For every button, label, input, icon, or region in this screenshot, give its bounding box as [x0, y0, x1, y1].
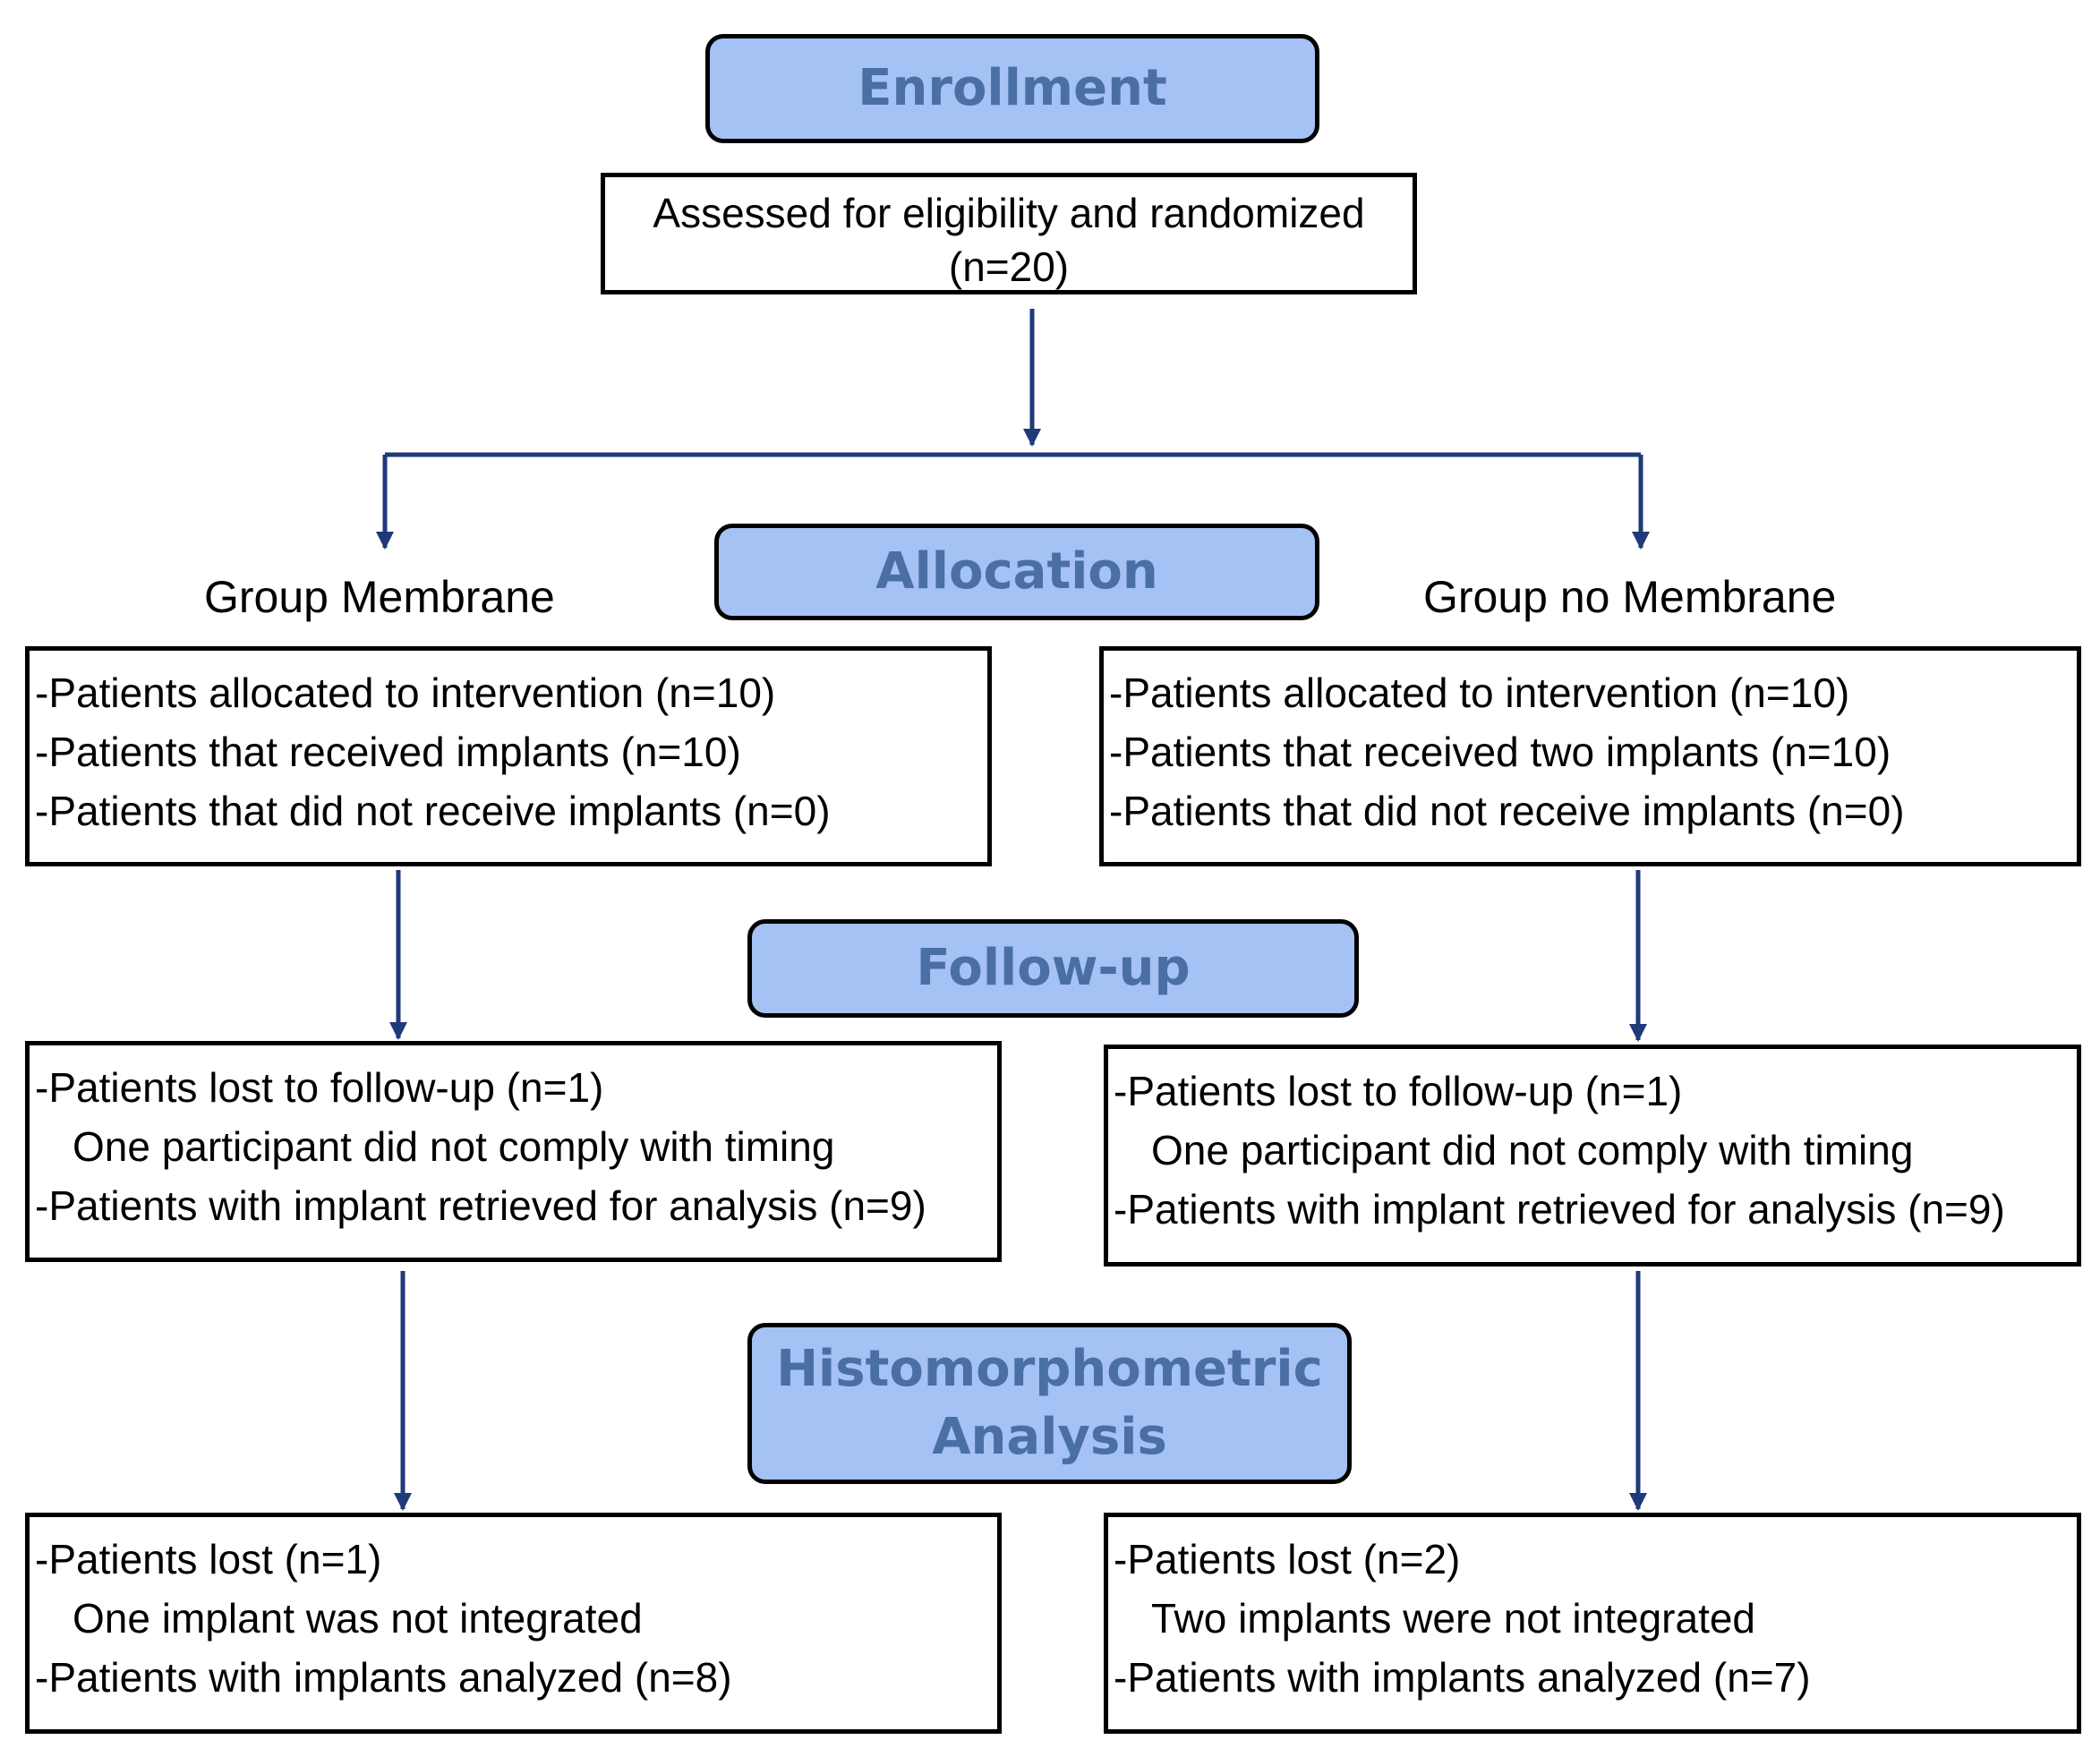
list-item: -Patients with implants analyzed (n=8) — [35, 1654, 732, 1701]
stage-follow-up-label: Follow-up — [916, 939, 1191, 998]
left-allocation-box: -Patients allocated to intervention (n=1… — [25, 646, 992, 866]
list-item: One participant did not comply with timi… — [73, 1123, 835, 1170]
group-label-right: Group no Membrane — [1423, 572, 1837, 622]
list-item: -Patients allocated to intervention (n=1… — [1109, 670, 1850, 716]
stage-allocation-label: Allocation — [875, 542, 1158, 601]
stage-analysis-label-line2: Analysis — [932, 1408, 1167, 1466]
list-item: -Patients that received two implants (n=… — [1109, 729, 1891, 775]
stage-enrollment: Enrollment — [705, 34, 1319, 143]
list-item: -Patients that received implants (n=10) — [35, 729, 741, 775]
stage-enrollment-label: Enrollment — [858, 59, 1167, 118]
list-item: Two implants were not integrated — [1151, 1595, 1756, 1642]
list-item: -Patients with implant retrieved for ana… — [35, 1182, 926, 1229]
stage-allocation: Allocation — [714, 524, 1319, 620]
list-item: One implant was not integrated — [73, 1595, 643, 1642]
list-item: -Patients with implants analyzed (n=7) — [1114, 1654, 1811, 1701]
list-item: -Patients lost (n=1) — [35, 1536, 382, 1582]
assessed-line2: (n=20) — [948, 243, 1070, 290]
list-item: -Patients that did not receive implants … — [35, 788, 831, 834]
right-analysis-box: -Patients lost (n=2) Two implants were n… — [1104, 1513, 2081, 1734]
right-follow-up-box: -Patients lost to follow-up (n=1) One pa… — [1104, 1045, 2081, 1267]
assessed-line1: Assessed for eligibility and randomized — [653, 190, 1365, 236]
list-item: -Patients that did not receive implants … — [1109, 788, 1905, 834]
right-allocation-box: -Patients allocated to intervention (n=1… — [1099, 646, 2081, 866]
assessed-box: Assessed for eligibility and randomized … — [601, 173, 1417, 294]
stage-follow-up: Follow-up — [747, 919, 1359, 1018]
list-item: -Patients lost to follow-up (n=1) — [1114, 1068, 1683, 1114]
list-item: One participant did not comply with timi… — [1151, 1127, 1914, 1173]
stage-analysis-label-line1: Histomorphometric — [776, 1340, 1323, 1399]
list-item: -Patients allocated to intervention (n=1… — [35, 670, 776, 716]
left-follow-up-box: -Patients lost to follow-up (n=1) One pa… — [25, 1041, 1002, 1262]
list-item: -Patients lost (n=2) — [1114, 1536, 1461, 1582]
left-analysis-box: -Patients lost (n=1) One implant was not… — [25, 1513, 1002, 1734]
list-item: -Patients lost to follow-up (n=1) — [35, 1064, 604, 1111]
group-label-left: Group Membrane — [204, 572, 555, 622]
list-item: -Patients with implant retrieved for ana… — [1114, 1186, 2005, 1232]
stage-analysis: Histomorphometric Analysis — [747, 1323, 1352, 1484]
